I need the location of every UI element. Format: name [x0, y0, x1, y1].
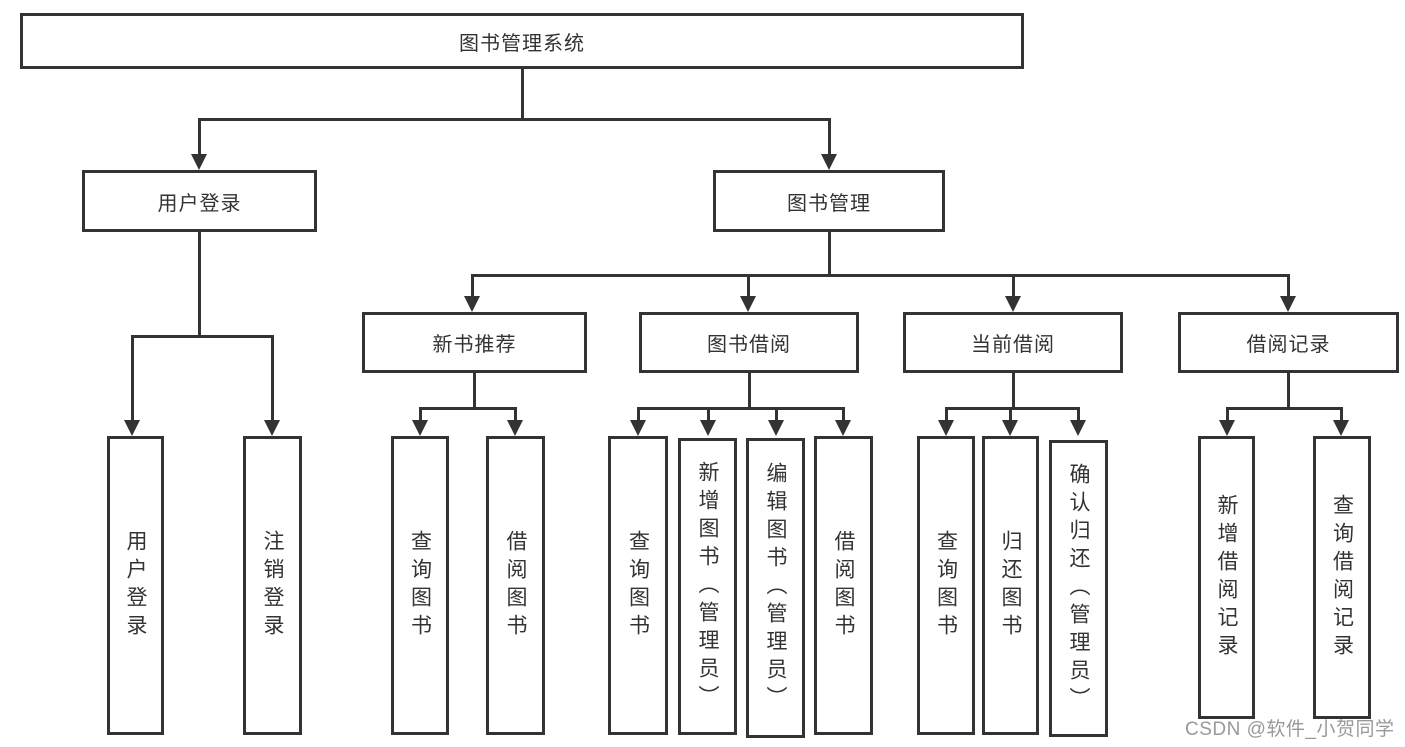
node-query-book-borrow: 查询图书 [608, 436, 668, 735]
node-book-mgmt: 图书管理 [713, 170, 945, 232]
arrow-to-current-0 [938, 420, 954, 436]
arrow-to-records [1280, 296, 1296, 312]
node-query-book-recommend: 查询图书 [391, 436, 449, 735]
arrow-to-recommend [464, 296, 480, 312]
connector-leg-current-1 [1009, 407, 1012, 420]
node-borrow-records: 借阅记录 [1178, 312, 1399, 373]
connector-leg-borrow-0 [637, 407, 640, 420]
node-query-borrow-record-label: 查询借阅记录 [1330, 493, 1354, 662]
connector-borrow-hline [637, 407, 845, 410]
connector-bookmgmt-hline [471, 274, 1289, 277]
node-add-book-admin: 新增图书（管理员） [678, 438, 737, 735]
node-user-login-leaf: 用户登录 [107, 436, 164, 735]
node-add-borrow-record: 新增借阅记录 [1198, 436, 1255, 719]
node-borrow-book-recommend-label: 借阅图书 [504, 529, 527, 642]
connector-user-stub [198, 232, 201, 335]
connector-records-hline [1226, 407, 1343, 410]
arrow-to-borrow [740, 296, 756, 312]
connector-leg-recommend-0 [419, 407, 422, 420]
node-user-login-label: 用户登录 [157, 192, 242, 215]
node-logout-label: 注销登录 [261, 529, 284, 642]
connector-user-hline [131, 335, 273, 338]
connector-leg-user-login [198, 118, 201, 156]
node-borrow-book-label: 借阅图书 [832, 529, 855, 642]
node-add-book-admin-label: 新增图书（管理员） [696, 460, 719, 713]
node-book-mgmt-label: 图书管理 [787, 192, 871, 215]
node-current-borrow: 当前借阅 [903, 312, 1123, 373]
node-logout: 注销登录 [243, 436, 302, 735]
node-confirm-return-admin-label: 确认归还（管理员） [1067, 462, 1090, 715]
connector-recommend-stub [473, 373, 476, 407]
connector-leg-borrow [747, 274, 750, 296]
node-borrow-records-label: 借阅记录 [1246, 334, 1331, 356]
node-borrow-book: 借阅图书 [814, 436, 873, 735]
arrow-to-user-1 [264, 420, 280, 436]
connector-current-hline [945, 407, 1080, 410]
node-add-borrow-record-label: 新增借阅记录 [1215, 493, 1238, 662]
connector-leg-borrow-2 [775, 407, 778, 420]
connector-leg-recommend [471, 274, 474, 296]
node-root-label: 图书管理系统 [459, 32, 585, 55]
node-query-book-current: 查询图书 [917, 436, 975, 735]
connector-records-stub [1287, 373, 1290, 407]
arrow-to-current [1005, 296, 1021, 312]
arrow-to-book-mgmt [821, 154, 837, 170]
node-return-book: 归还图书 [982, 436, 1039, 735]
connector-leg-records-0 [1226, 407, 1229, 420]
connector-leg-current-2 [1077, 407, 1080, 420]
node-new-book-recommend-label: 新书推荐 [432, 334, 517, 356]
watermark-text: CSDN @软件_小贺同学 [1185, 719, 1395, 740]
node-new-book-recommend: 新书推荐 [362, 312, 587, 373]
node-edit-book-admin-label: 编辑图书（管理员） [764, 462, 787, 714]
connector-current-stub [1012, 373, 1015, 407]
arrow-to-recommend-0 [412, 420, 428, 436]
node-query-borrow-record: 查询借阅记录 [1313, 436, 1371, 719]
node-query-book-recommend-label: 查询图书 [408, 529, 432, 642]
arrow-to-user-login [191, 154, 207, 170]
node-confirm-return-admin: 确认归还（管理员） [1049, 440, 1108, 737]
arrow-to-borrow-1 [700, 420, 716, 436]
node-borrow-book-recommend: 借阅图书 [486, 436, 545, 735]
connector-leg-borrow-1 [707, 407, 710, 420]
connector-leg-records [1287, 274, 1290, 296]
connector-root-hline [198, 118, 831, 121]
arrow-to-records-0 [1219, 420, 1235, 436]
node-user-login: 用户登录 [82, 170, 317, 232]
connector-bookmgmt-stub [828, 232, 831, 274]
connector-recommend-hline [419, 407, 517, 410]
node-root: 图书管理系统 [20, 13, 1024, 69]
arrow-to-current-2 [1070, 420, 1086, 436]
node-edit-book-admin: 编辑图书（管理员） [746, 438, 805, 738]
node-book-borrow: 图书借阅 [639, 312, 859, 373]
connector-leg-current-0 [945, 407, 948, 420]
arrow-to-recommend-1 [507, 420, 523, 436]
arrow-to-current-1 [1002, 420, 1018, 436]
node-book-borrow-label: 图书借阅 [707, 334, 791, 356]
connector-leg-current [1012, 274, 1015, 296]
node-return-book-label: 归还图书 [999, 529, 1022, 642]
connector-leg-records-1 [1340, 407, 1343, 420]
arrow-to-borrow-3 [835, 420, 851, 436]
connector-leg-recommend-1 [514, 407, 517, 420]
connector-leg-user-0 [131, 335, 134, 420]
arrow-to-borrow-0 [630, 420, 646, 436]
arrow-to-borrow-2 [768, 420, 784, 436]
connector-leg-borrow-3 [842, 407, 845, 420]
connector-root-stub [521, 69, 524, 118]
arrow-to-records-1 [1333, 420, 1349, 436]
arrow-to-user-0 [124, 420, 140, 436]
connector-leg-book-mgmt [828, 118, 831, 156]
connector-borrow-stub [748, 373, 751, 407]
node-query-book-borrow-label: 查询图书 [626, 529, 650, 642]
node-user-login-leaf-label: 用户登录 [124, 529, 147, 642]
node-current-borrow-label: 当前借阅 [971, 334, 1055, 356]
node-query-book-current-label: 查询图书 [934, 529, 958, 642]
connector-leg-user-1 [271, 335, 274, 420]
